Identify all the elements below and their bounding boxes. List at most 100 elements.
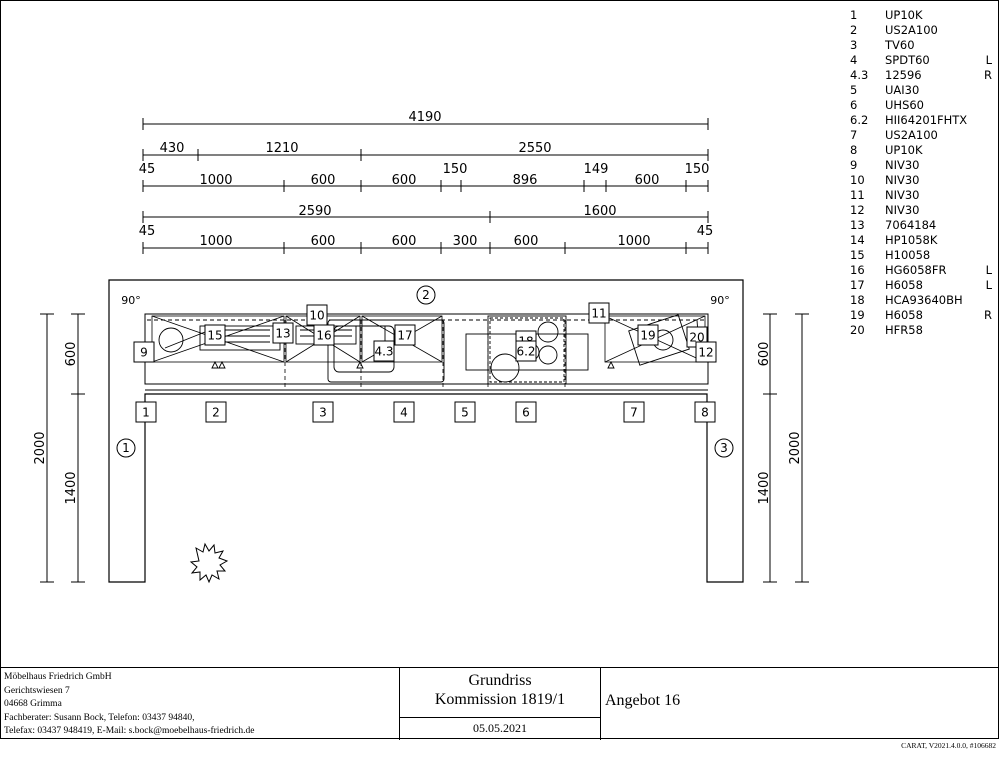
wall-unit-label: 4.3	[373, 340, 395, 362]
legend-pos: 2	[850, 23, 858, 37]
dim-row5-6: 1000	[617, 234, 650, 249]
legend-code: H6058	[885, 308, 923, 322]
legend-code: UP10K	[885, 143, 923, 157]
dim-row3-3: 600	[392, 173, 417, 188]
legend-code: 12596	[885, 68, 922, 82]
base-unit-label-text: 1	[142, 406, 150, 420]
wall-markers: 1 2 3	[116, 285, 734, 458]
legend-pos: 6	[850, 98, 858, 112]
base-unit-label-text: 2	[212, 406, 220, 420]
legend-code: UP10K	[885, 8, 923, 22]
legend-pos: 8	[850, 143, 858, 157]
base-unit-label-text: 6	[522, 406, 530, 420]
legend-pos: 20	[850, 323, 865, 337]
wall-unit-label-text: 15	[207, 329, 222, 343]
legend-pos: 6.2	[850, 113, 869, 127]
base-unit-label: 4	[393, 401, 415, 423]
dim-row2-1: 430	[160, 141, 185, 156]
base-unit-label-text: 8	[701, 406, 709, 420]
base-unit-label: 2	[205, 401, 227, 423]
dim-row5-edge-left: 45	[139, 224, 156, 239]
wall-unit-label-text: 13	[275, 327, 290, 341]
legend-code: NIV30	[885, 188, 920, 202]
legend-pos: 19	[850, 308, 865, 322]
dim-row5-5: 600	[514, 234, 539, 249]
legend-pos: 17	[850, 278, 865, 292]
software-version: CARAT, V2021.4.0.0, #106682	[901, 741, 996, 750]
legend-pos: 18	[850, 293, 865, 307]
company-street: Gerichtswiesen 7	[4, 685, 70, 696]
countertop	[144, 313, 709, 391]
legend-side: L	[985, 278, 992, 292]
legend-code: NIV30	[885, 173, 920, 187]
wall-unit-label-text: 11	[591, 307, 606, 321]
legend-pos: 12	[850, 203, 865, 217]
wall-unit-label: 9	[133, 341, 155, 363]
room-walls	[108, 279, 744, 583]
dimension-labels: 4190 430 1210 2550 45 1000 600 600 150 8…	[33, 110, 803, 505]
dim-row5-1: 1000	[199, 234, 232, 249]
title-line1: Grundriss	[468, 672, 532, 689]
wall-left: 1	[122, 441, 130, 455]
legend-row: 6 UHS60	[850, 98, 995, 113]
dim-right-depth: 600	[757, 342, 772, 367]
company-name: Möbelhaus Friedrich GmbH	[4, 672, 112, 682]
dim-row3-1: 1000	[199, 173, 232, 188]
wall-unit-label-text: 12	[698, 346, 713, 360]
legend-code: UHS60	[885, 98, 924, 112]
dimension-lines	[143, 123, 708, 249]
dim-right-rest: 1400	[757, 471, 772, 504]
dim-overall: 4190	[408, 110, 441, 125]
legend-pos: 16	[850, 263, 865, 277]
dim-right-total: 2000	[788, 431, 803, 464]
wall-unit-label-text: 10	[309, 309, 324, 323]
base-unit-label-text: 3	[319, 406, 327, 420]
vertical-dimensions	[40, 313, 809, 583]
angle-left: 90°	[121, 294, 141, 307]
company-advisor: Fachberater: Susann Bock, Telefon: 03437…	[4, 712, 195, 723]
base-unit-label: 8	[694, 401, 716, 423]
legend-code: HCA93640BH	[885, 293, 963, 307]
legend-pos: 5	[850, 83, 858, 97]
legend-row: 19 H6058 R	[850, 308, 995, 323]
legend-pos: 11	[850, 188, 865, 202]
dim-row2-3: 2550	[518, 141, 551, 156]
legend-pos: 13	[850, 218, 865, 232]
wall-unit-label: 17	[394, 324, 416, 346]
base-unit-label-text: 7	[630, 406, 638, 420]
legend-row: 18 HCA93640BH	[850, 293, 995, 308]
wall-right: 3	[720, 441, 728, 455]
dim-row4-2: 1600	[583, 204, 616, 219]
dim-row3-6: 149	[584, 162, 609, 177]
company-info: Möbelhaus Friedrich GmbH Gerichtswiesen …	[4, 671, 255, 743]
drawing-frame	[0, 0, 999, 739]
dim-row3-7: 600	[635, 173, 660, 188]
legend-pos: 10	[850, 173, 865, 187]
wall-unit-label: 10	[306, 304, 328, 326]
wall-back: 2	[422, 288, 430, 302]
legend-code: HP1058K	[885, 233, 938, 247]
wall-unit-label: 6.2	[515, 340, 537, 362]
wall-unit-label-text: 20	[689, 331, 704, 345]
wall-unit-label-text: 4.3	[374, 345, 393, 359]
legend-pos: 4.3	[850, 68, 869, 82]
wall-unit-label-text: 9	[140, 346, 148, 360]
dim-row5-3: 600	[392, 234, 417, 249]
base-unit-label: 3	[312, 401, 334, 423]
dim-row3-2: 600	[311, 173, 336, 188]
dim-row3-4: 150	[443, 162, 468, 177]
legend-row: 8 UP10K	[850, 143, 995, 158]
offer-label: Angebot 16	[605, 692, 681, 709]
legend-side: R	[984, 308, 992, 322]
